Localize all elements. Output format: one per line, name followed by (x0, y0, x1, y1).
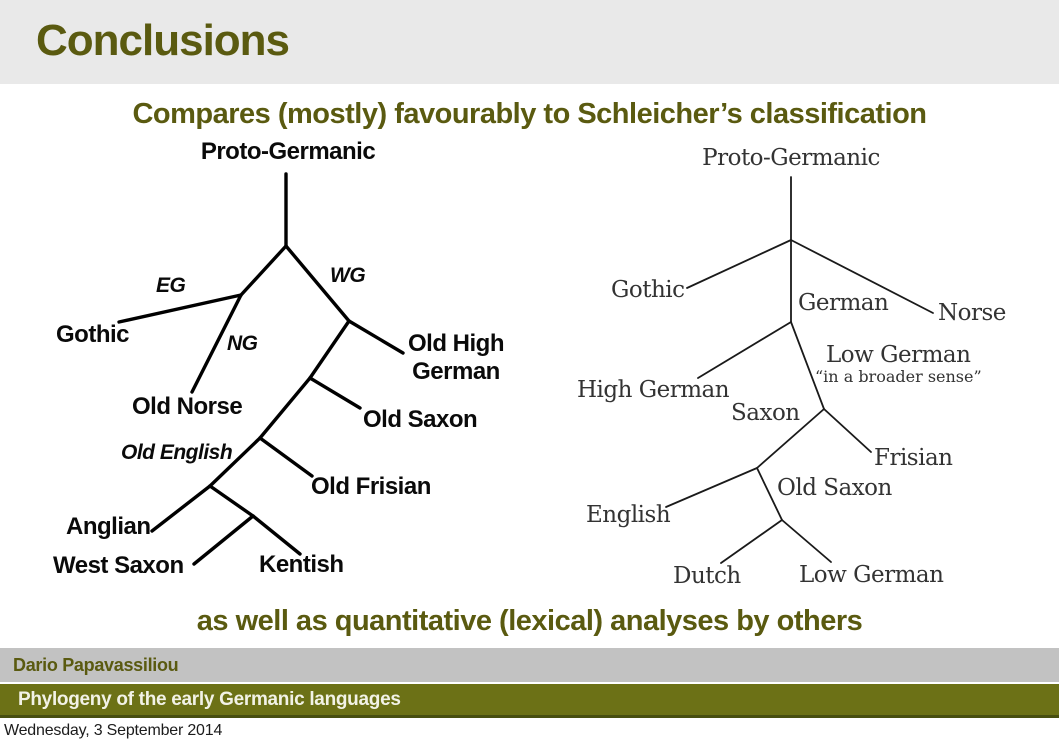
right-tree-label-low-german-broad: Low German (826, 342, 971, 368)
left-tree-label-old-high-german-line1: Old High (408, 330, 504, 357)
footer-author: Dario Papavassiliou (13, 654, 179, 675)
left-tree-label-wg: WG (330, 264, 366, 287)
left-tree-label-anglian: Anglian (66, 513, 151, 540)
right-tree-label-root: Proto-Germanic (702, 145, 880, 171)
branch-low-german (781, 519, 832, 563)
branch-old-saxon (308, 376, 362, 410)
left-tree-label-old-frisian: Old Frisian (311, 473, 431, 500)
branch-backbone-2 (258, 376, 312, 440)
branch-old-high-german (347, 319, 405, 355)
branch-old-frisian (258, 436, 314, 478)
branch-gothic (686, 239, 792, 289)
right-tree-label-low-german-broad-note: “in a broader sense” (815, 367, 982, 386)
right-tree-label-german: German (798, 290, 889, 316)
branch-backbone-1 (308, 319, 351, 380)
branch-english (665, 467, 758, 508)
right-tree-label-english: English (586, 502, 671, 528)
right-tree-label-high-german: High German (577, 377, 730, 403)
date-stamp: Wednesday, 3 September 2014 (4, 722, 223, 739)
branch-eg-upper (239, 244, 288, 297)
left-tree-label-west-saxon: West Saxon (53, 552, 184, 579)
footer-author-band: Dario Papavassiliou (0, 648, 1059, 682)
page-title: Conclusions (36, 16, 290, 65)
left-tree-label-old-english: Old English (121, 441, 233, 464)
right-tree-label-frisian: Frisian (874, 445, 953, 471)
right-tree-label-old-saxon: Old Saxon (777, 475, 892, 501)
left-tree-label-gothic: Gothic (56, 321, 130, 348)
branch-west-saxon (192, 514, 255, 566)
right-tree-label-gothic: Gothic (611, 277, 685, 303)
branch-kentish (251, 514, 302, 556)
right-tree-label-norse: Norse (938, 300, 1006, 326)
left-tree-label-ng: NG (227, 332, 258, 355)
left-tree-label-kentish: Kentish (259, 551, 344, 578)
branch-anglian (150, 484, 212, 533)
left-tree-label-old-high-german: Old High German (400, 330, 512, 386)
right-tree-label-low-german: Low German (799, 562, 944, 588)
subtitle-top: Compares (mostly) favourably to Schleich… (132, 98, 927, 130)
subtitle-bottom: as well as quantitative (lexical) analys… (196, 605, 863, 637)
left-tree-label-root: Proto-Germanic (200, 138, 376, 165)
branch-ws-k (208, 484, 255, 518)
left-tree-label-old-norse: Old Norse (132, 393, 243, 420)
branch-frisian (823, 408, 872, 453)
right-tree-label-dutch: Dutch (673, 563, 741, 589)
branch-gothic (117, 293, 243, 324)
footer-title-band: Phylogeny of the early Germanic language… (0, 684, 1059, 718)
right-tree-label-saxon: Saxon (731, 400, 800, 426)
branch-high-german (697, 321, 792, 379)
title-band: Conclusions (0, 0, 1059, 84)
left-tree-label-eg: EG (156, 274, 186, 297)
left-tree-label-old-saxon: Old Saxon (363, 406, 478, 433)
left-tree-branches (117, 172, 405, 566)
footer-deck-title: Phylogeny of the early Germanic language… (18, 688, 401, 710)
branch-low-german-broad (790, 321, 825, 410)
left-tree-label-old-high-german-line2: German (412, 358, 500, 385)
branch-dutch (720, 519, 783, 564)
